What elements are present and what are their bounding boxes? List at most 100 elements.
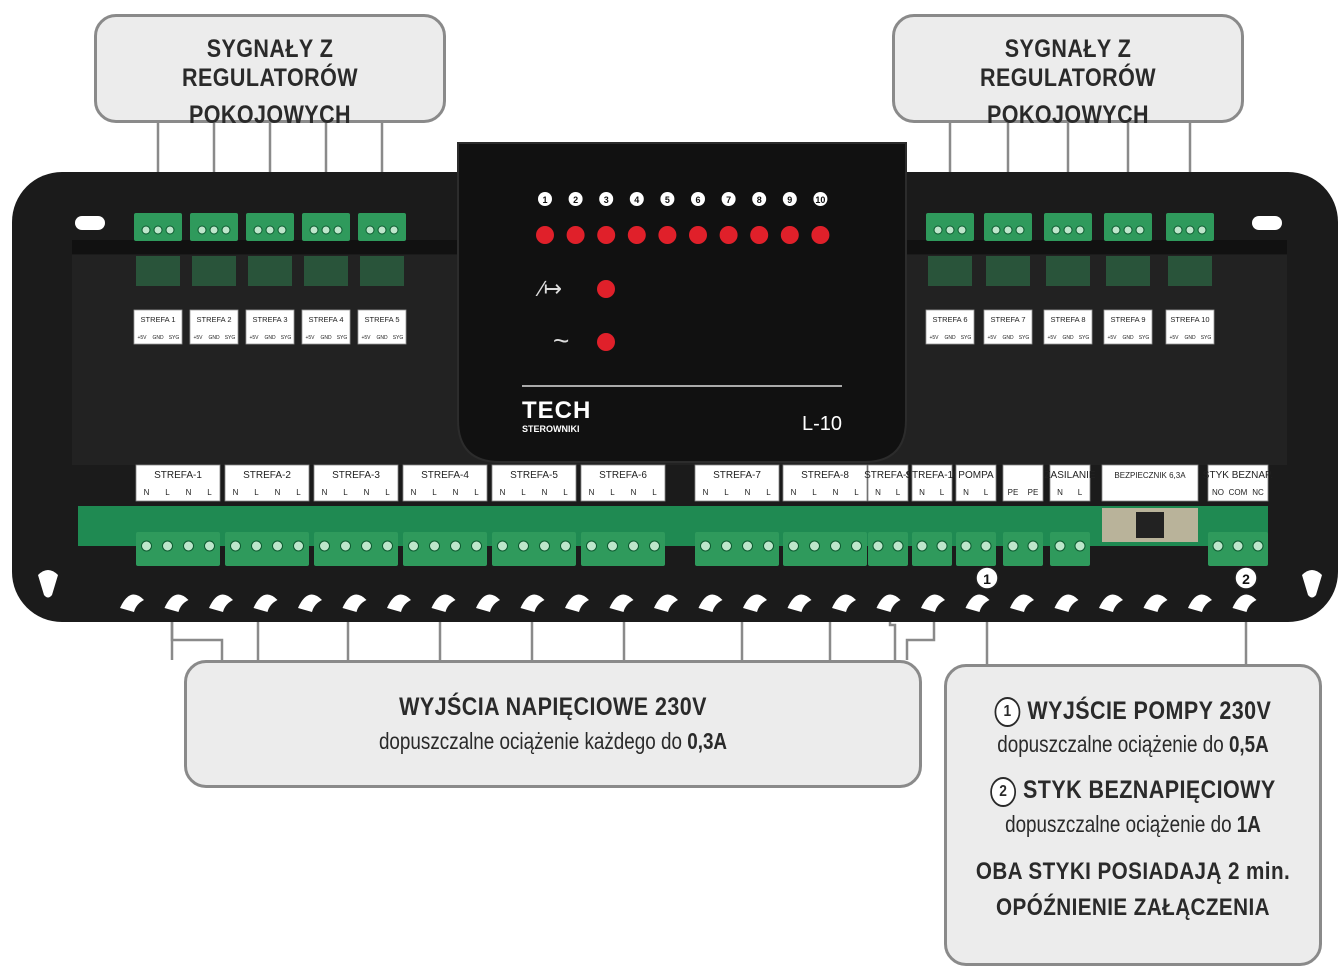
voltage-outputs-note: dopuszczalne ociążenie każdego do 0,3A [253,728,853,755]
vent-slot [1099,594,1123,612]
pump-note: dopuszczalne ociążenie do 0,5A [980,731,1285,758]
callout-room-signals-left: SYGNAŁY Z REGULATORÓW POKOJOWYCH [94,14,446,129]
top-zone-pin: SYG [281,335,292,341]
bottom-terminal-pin: L [385,488,390,497]
bottom-terminal-pin: N [411,488,417,497]
vent-slot [342,594,367,612]
vent-slot [921,594,945,612]
top-connector [190,213,238,286]
vent-slot [832,594,856,612]
bottom-terminal-pin: L [724,488,729,497]
bottom-terminal-pin: NC [1252,488,1264,497]
bottom-connector [783,532,867,566]
top-zone-pin: SYG [225,335,236,341]
contact-note: dopuszczalne ociążenie do 1A [980,811,1285,838]
top-zone-pin: +5V [929,335,939,341]
vent-slot [520,594,545,612]
bottom-terminal-pin: L [652,488,657,497]
bottom-terminal-pin: N [631,488,637,497]
zone-led: 8 [750,192,769,244]
vent-slot [1143,594,1168,612]
vent-slot [120,594,144,612]
top-zone-pin: +5V [1047,335,1057,341]
marker-contact: 2 [1234,566,1258,590]
bottom-terminal-pin: L [766,488,771,497]
top-zone-name: STREFA 4 [308,315,343,324]
bottom-terminal-pin: L [343,488,348,497]
bottom-terminal-label: BEZPIECZNIK 6,3A [1101,464,1199,502]
pump-title-text: WYJŚCIE POMPY 230V [1027,697,1272,725]
bottom-terminal-pin: L [812,488,817,497]
top-zone-pin: SYG [169,335,180,341]
top-zone-pin: +5V [193,335,203,341]
bottom-terminal-name: POMPA [958,470,994,481]
vent-slot [209,594,233,612]
top-zone-name: STREFA 6 [932,315,967,324]
zone-led: 3 [597,192,616,244]
bottom-terminal-pin: N [364,488,370,497]
bottom-connector [1208,532,1268,566]
zone-led: 1 [536,192,554,244]
bottom-terminal-pin: N [1057,488,1063,497]
top-connector [926,213,974,286]
zone-led: 9 [780,192,799,244]
side-clip-right [1302,570,1322,598]
top-zone-pin: GND [208,335,220,341]
bottom-terminal-pin: L [940,488,945,497]
vent-slot [787,594,812,612]
svg-text:1: 1 [983,571,991,587]
top-zone-pin: +5V [1169,335,1179,341]
top-zone-pin: GND [320,335,332,341]
top-zone-pin: SYG [393,335,404,341]
top-connector [1166,213,1214,286]
top-connector [246,213,294,286]
power-indicator: ~ [553,325,615,356]
bottom-terminal-pin: N [233,488,239,497]
top-connector [1104,213,1152,286]
bottom-connector [1003,532,1043,566]
bottom-terminal-pin: N [919,488,925,497]
top-zone-pin: +5V [1107,335,1117,341]
pump-marker-icon: 1 [994,697,1021,728]
bottom-terminal-pin: N [589,488,595,497]
top-zone-pin: SYG [1079,335,1090,341]
top-zone-name: STREFA 1 [140,315,175,324]
bottom-terminal-pin: N [500,488,506,497]
relay-led [597,280,615,298]
zone-led: 2 [566,192,585,244]
bottom-terminal-pin: COM [1229,488,1248,497]
top-connector [358,213,406,286]
top-zone-name: STREFA 8 [1050,315,1085,324]
bottom-terminal-name: STYK BEZNAP. [1203,470,1273,481]
top-zone-name: STREFA 9 [1110,315,1145,324]
bottom-terminal-pin: L [432,488,437,497]
vent-slot [565,594,589,612]
bottom-terminal-pin: L [1078,488,1083,497]
top-zone-pin: SYG [1139,335,1150,341]
zone-led-number: 4 [634,195,639,205]
bottom-terminal-pin: N [322,488,328,497]
bottom-terminal-pin: N [833,488,839,497]
callout-right-line2: POKOJOWYCH [986,101,1149,129]
vent-slot [876,594,901,612]
top-zone-pin: SYG [1019,335,1030,341]
bottom-terminal-pin: N [275,488,281,497]
voltage-outputs-title: WYJŚCIA NAPIĘCIOWE 230V [399,693,707,721]
brand-subtitle: STEROWNIKI [522,424,580,434]
vent-slot [431,594,456,612]
bottom-terminal-pin: N [542,488,548,497]
pump-value: 0,5A [1228,731,1269,758]
